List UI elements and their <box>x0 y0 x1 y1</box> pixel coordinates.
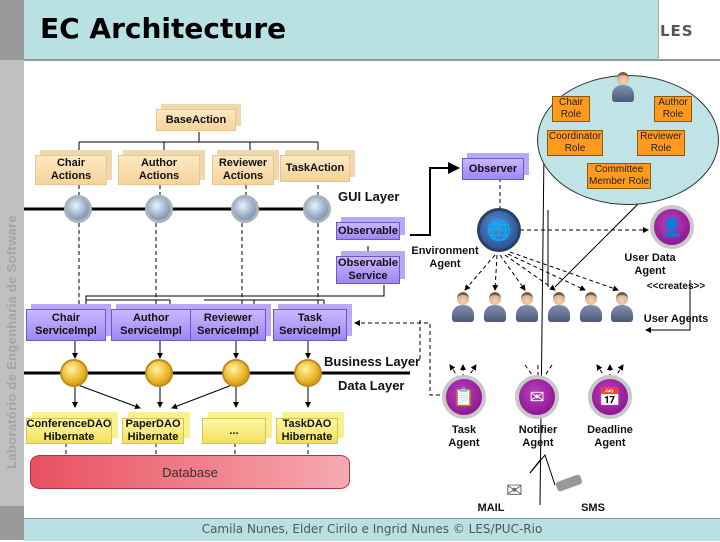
author-serviceimpl-box: Author ServiceImpl <box>111 309 191 341</box>
gui-interface-icon <box>303 195 331 223</box>
gui-interface-icon <box>145 195 173 223</box>
chair-role: Chair Role <box>552 96 590 122</box>
business-interface-icon <box>145 359 173 387</box>
business-interface-icon <box>222 359 250 387</box>
observer-box: Observer <box>462 158 524 180</box>
user-agent-icon <box>452 292 474 322</box>
chair-actions-box: Chair Actions <box>35 155 107 185</box>
base-action-box: BaseAction <box>156 109 236 131</box>
logo-area <box>658 0 720 61</box>
gui-interface-icon <box>231 195 259 223</box>
task-dao-box: TaskDAO Hibernate <box>276 418 338 444</box>
user-agent-icon <box>548 292 570 322</box>
reviewer-actions-box: Reviewer Actions <box>212 155 274 185</box>
chair-serviceimpl-box: Chair ServiceImpl <box>26 309 106 341</box>
sms-label: SMS <box>581 502 605 514</box>
reviewer-serviceimpl-box: Reviewer ServiceImpl <box>190 309 266 341</box>
observable-box: Observable <box>336 222 400 240</box>
mail-label: MAIL <box>477 502 505 514</box>
committee-member-role: Committee Member Role <box>587 163 651 189</box>
task-serviceimpl-box: Task ServiceImpl <box>273 309 347 341</box>
footer: Camila Nunes, Elder Cirilo e Ingrid Nune… <box>24 518 720 541</box>
user-agents-label: User Agents <box>643 313 709 325</box>
reviewer-role: Reviewer Role <box>637 130 685 156</box>
user-agent-icon <box>611 292 633 322</box>
ellipsis-dao-box: ... <box>202 418 266 444</box>
gui-layer-label: GUI Layer <box>338 189 400 204</box>
notifier-agent-label: Notifier Agent <box>518 424 558 449</box>
coordinator-role: Coordinator Role <box>547 130 603 156</box>
database: Database <box>30 455 350 489</box>
observable-service-box: Observable Service <box>336 256 400 284</box>
header-bar <box>24 0 658 61</box>
user-agent-icon <box>484 292 506 322</box>
notifier-agent-icon: ✉ <box>515 375 559 419</box>
task-agent-label: Task Agent <box>448 424 480 449</box>
deadline-agent-icon: 📅 <box>588 375 632 419</box>
task-agent-icon: 📋 <box>442 375 486 419</box>
user-data-agent-label: User Data Agent <box>624 252 676 277</box>
user-data-agent-icon: 👤 <box>650 205 694 249</box>
environment-agent-label: Environment Agent <box>411 245 479 270</box>
conference-dao-box: ConferenceDAO Hibernate <box>26 418 112 444</box>
user-person-icon <box>612 72 634 102</box>
paper-dao-box: PaperDAO Hibernate <box>122 418 184 444</box>
sidebar: Laboratório de Engenharia de Software <box>0 0 24 540</box>
footer-text: Camila Nunes, Elder Cirilo e Ingrid Nune… <box>201 522 543 536</box>
globe-icon: 🌐 <box>477 208 521 252</box>
business-interface-icon <box>60 359 88 387</box>
author-role: Author Role <box>654 96 692 122</box>
task-action-box: TaskAction <box>280 155 350 182</box>
les-logo: LES <box>660 22 694 40</box>
business-layer-label: Business Layer <box>324 354 421 369</box>
user-agent-icon <box>516 292 538 322</box>
author-actions-box: Author Actions <box>118 155 200 185</box>
gui-interface-icon <box>64 195 92 223</box>
page-title: EC Architecture <box>40 12 287 45</box>
data-layer-label: Data Layer <box>338 378 405 393</box>
business-interface-icon <box>294 359 322 387</box>
mail-icon: ✉ <box>506 480 523 502</box>
creates-label: <<creates>> <box>646 281 706 292</box>
deadline-agent-label: Deadline Agent <box>587 424 633 449</box>
user-agent-icon <box>580 292 602 322</box>
